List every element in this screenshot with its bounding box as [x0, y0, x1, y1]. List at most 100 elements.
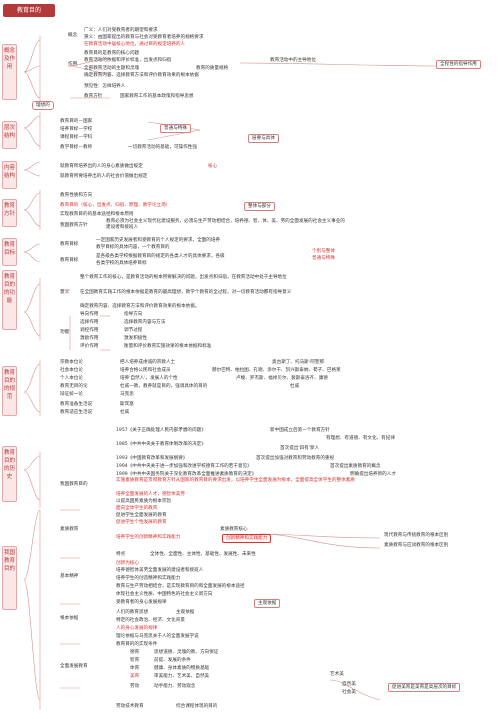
- norm-2c: 赫尔巴特、柏拉图、孔德、涂尔干、凯兴斯泰纳、荀子、巴格莱: [212, 368, 341, 373]
- goal-tag: 理想的: [32, 101, 54, 110]
- layer-4-text: 一切教育活动的基础，可操作性强: [128, 145, 197, 150]
- history-2-tag2: 首次提出'四有'新人: [280, 446, 320, 451]
- policy-2-tag: 整体与部分: [244, 202, 275, 211]
- q1-highlight: 创新精神和实践能力: [222, 534, 272, 543]
- root-4: 理论依据与马克思关于人的全面发展学说: [116, 634, 199, 639]
- norm-3b: 培养'自然人'，发展人的个性: [120, 376, 178, 381]
- concept-line2: 狭义：由国家提出的教育与社会对受教育者培养的规格要求: [84, 35, 204, 40]
- role-tag2: 教育的质量规格: [196, 66, 229, 71]
- layer-4: 教学目标—教师: [60, 145, 93, 150]
- role3: 确定教育内容、选择教育方法和评价教育效果的根本依据: [84, 73, 199, 78]
- feat: 全体性、全面性、主体性、基础性、发展性、未来性: [150, 552, 256, 557]
- history-3: 1993《中国教育改革和发展纲要》: [116, 456, 188, 461]
- china-c1: 培养全面发展的人才，德智体美劳: [116, 492, 185, 497]
- target-label-2: 教育目标: [60, 258, 79, 263]
- policy-2: 教育目的（核心，出发点、归宿、原理、教学论立场）: [60, 203, 171, 208]
- branch-targets[interactable]: 教育目标: [2, 238, 17, 266]
- labor-b: 综合课程体现的目的: [176, 704, 218, 709]
- all-label: 全面发展教育: [60, 664, 88, 669]
- predict-text: 预见性：怎样培养人: [84, 84, 126, 89]
- all-1: 德育: [130, 650, 140, 655]
- q1-tag2: 现代教育与传统教育的根本区别: [384, 533, 449, 538]
- norm-7b: 杜威: [120, 410, 130, 415]
- root-node[interactable]: 教育目的: [3, 4, 55, 17]
- china-c3: 促进学生全面发展的教育: [116, 513, 167, 518]
- branch-layers[interactable]: 层次结构: [2, 121, 17, 149]
- target-2: 是各级各类学校根据教育目的规定的各类人才的具体要求，各级: [96, 254, 225, 259]
- concept-line4: 教育目的是教育的核心问题: [84, 51, 140, 56]
- func-label: 功能: [60, 330, 70, 335]
- root-3: 人的身心发展的规律: [116, 626, 158, 631]
- layer-tag-2: 层要与具体: [248, 134, 279, 143]
- norm-2b: 培养合格公民和社会成员: [120, 368, 171, 373]
- all-1b: 思想道德、灵魂的教、方向保证: [154, 650, 219, 655]
- norm-7: 教育适应生活说: [60, 410, 93, 415]
- all-3b: 健康、身体素质的物质基础: [154, 666, 210, 671]
- q1-tag3: 素质教育与应试教育的根本区别: [384, 543, 449, 548]
- all-4: 美育: [130, 674, 140, 679]
- content-1: 就教育所培养出的人的身心素质做出规定: [60, 164, 143, 169]
- basic-4: 体现社会主义性质、中国特色的社会主义新方向: [116, 592, 213, 597]
- root-label: 根本依据: [60, 616, 79, 621]
- layer-2: 培养目标—学校: [60, 127, 93, 132]
- branch-china[interactable]: 我国教育目的: [2, 546, 17, 610]
- target-label-1: 教育目标: [60, 242, 79, 247]
- norm-2: 社会本位论: [60, 368, 83, 373]
- root-2: 特定的社会政治、经济、文化背景: [116, 618, 185, 623]
- norm-5: 辩证统一论: [60, 392, 83, 397]
- norm-3c: 卢梭、罗杰斯、福禄贝尔、裴斯泰洛齐、康德: [236, 376, 328, 381]
- china-c2: 面向全体学生的教育: [116, 506, 158, 511]
- all-4b: 审美能力、艺术美、自然美: [154, 674, 210, 679]
- end-tag: 促进美育是美育是高层次的目标: [388, 683, 461, 692]
- all-5: 劳动: [130, 684, 140, 689]
- q1: 培养学生的创新精神和实践能力: [116, 535, 181, 540]
- func-4b: 激发积极性: [124, 336, 147, 341]
- china-main: 实施素质教育是贯彻教育方针从国家的教育目的要求出发，以培养学生全面发展为根本，全…: [116, 478, 355, 483]
- content-1-tag: 核心: [208, 164, 218, 169]
- role2: 全部教育活动的主题和灵魂: [84, 66, 140, 71]
- side-tag: 全程性的指导作用: [436, 60, 481, 69]
- norm-1b: 把人培养成虔诚的宗教人士: [120, 360, 176, 365]
- labor: 劳动技术教育: [116, 704, 144, 709]
- all-5b: 动手能力、劳动观念: [154, 684, 196, 689]
- norm-6b: 斯宾塞: [120, 402, 134, 407]
- root-1: 人们的教育思想: [116, 610, 149, 615]
- branch-functions[interactable]: 教育目的的功能: [2, 270, 17, 330]
- q1-tag: 素质教育核心: [220, 527, 248, 532]
- feat-label: 特点: [116, 552, 126, 557]
- basic-5-tag: 主观依据: [254, 599, 281, 608]
- content-2: 就教育所要培养出的人的社会价值做出规定: [60, 174, 148, 179]
- branch-concept[interactable]: 概念及作用: [2, 44, 17, 100]
- concept-line1: 广义：人们对受教育者的期望和要求: [84, 28, 158, 33]
- target-1b: 教学目标的具体内容，一个教育目的: [96, 245, 170, 250]
- branch-policy[interactable]: 教育方针: [2, 199, 17, 227]
- history-5-tag: 明确提出培养新的人才: [350, 472, 396, 477]
- branch-history[interactable]: 教育目的的历史: [2, 446, 17, 502]
- history-6: 我国教育目的: [60, 482, 88, 487]
- target-tag: 个别与整体: [312, 249, 335, 254]
- func-1: 导向作用: [80, 312, 99, 317]
- role-label: 作用: [68, 62, 78, 67]
- history-1: 1957《关于正确处理人民内部矛盾的问题》: [116, 428, 206, 433]
- history-1-tag: 新中国成立后第一个教育方针: [270, 428, 330, 433]
- concept-label: 概念: [68, 33, 78, 38]
- basic-3: 教育与生产劳动相结合，是实现教育目的和全面发展的根本途径: [116, 584, 245, 589]
- branch-norms[interactable]: 教育目的的规范: [2, 366, 17, 416]
- target-1: 一定国家历史发展者和受教育的个人规定的要求，全面的培养: [96, 238, 221, 243]
- func-4: 激励作用: [80, 336, 99, 341]
- norm-1: 宗教本位论: [60, 360, 83, 365]
- policy-label: 教育方针: [84, 94, 103, 99]
- target-tag-2: 普通与特殊: [312, 256, 335, 261]
- basic-2: 培养学生的创造精神和实践能力: [116, 576, 181, 581]
- func-0a: 整个教育工作的核心，是教育活动的根本所要解决的问题，出发点和归宿，在教育活动中处…: [80, 275, 287, 280]
- all-2b: 前提、发展的条件: [154, 658, 191, 663]
- china-c1b: 以提高国民素质为根本宗旨: [116, 499, 172, 504]
- func-2: 选择作用: [80, 320, 99, 325]
- art-2: 自然美: [342, 682, 356, 687]
- norm-4b: 杜威一教，教养就是目的，强调具体的目的: [120, 384, 208, 389]
- branch-content[interactable]: 内容结构: [2, 161, 17, 189]
- history-3-tag: 首次提出加强对教育和劳动教育的重视: [256, 456, 335, 461]
- history-4-tag: 首次提出素质教育的概念: [330, 464, 381, 469]
- basic-1: 培养德智体美劳全面发展的建设者和接班人: [116, 568, 204, 573]
